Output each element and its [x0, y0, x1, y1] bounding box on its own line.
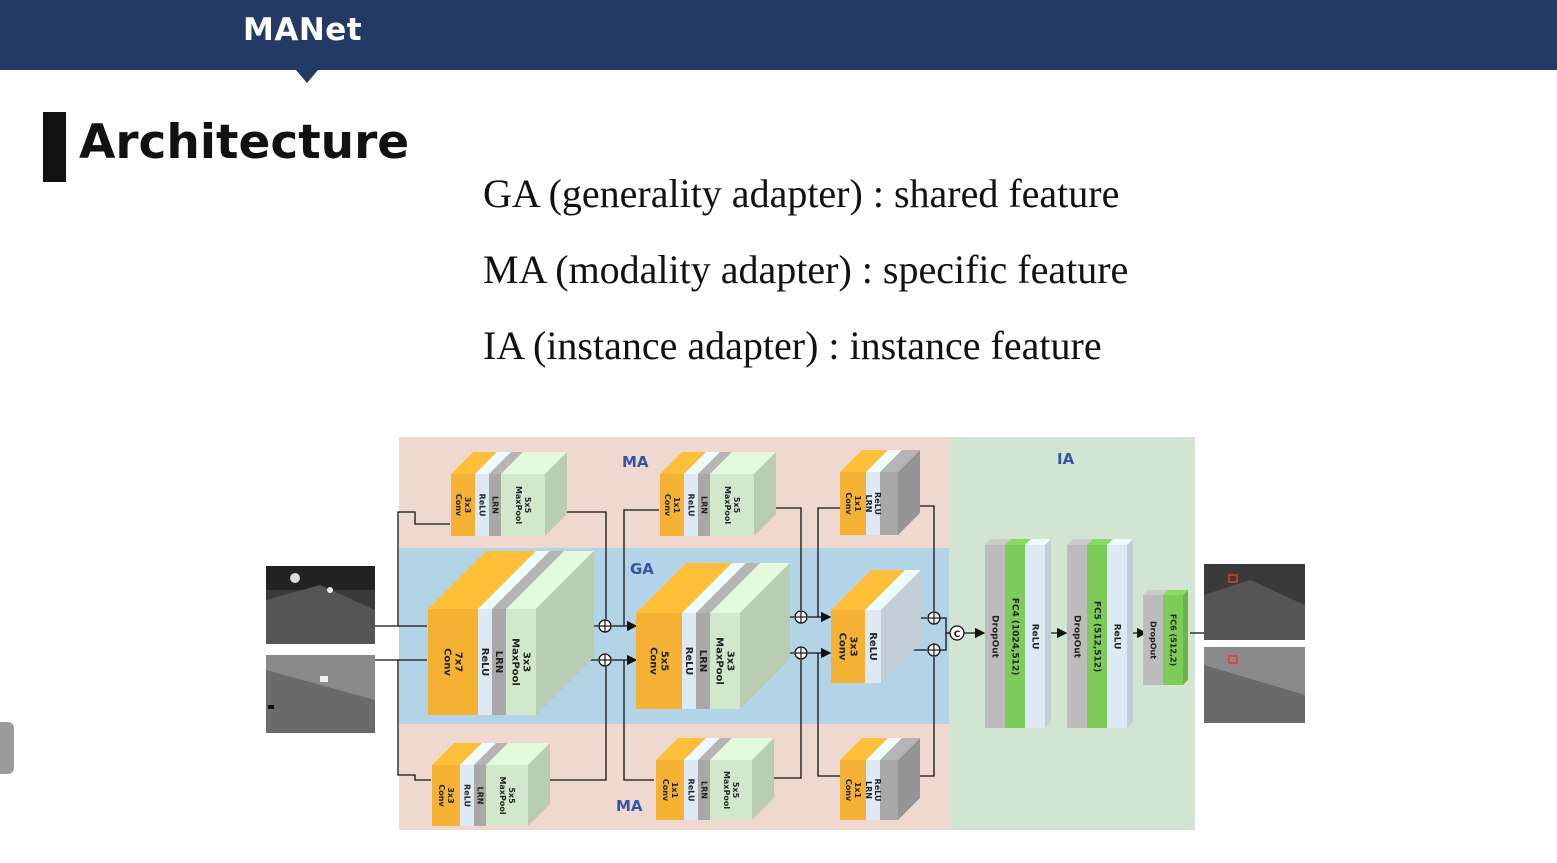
- block-label: 5x5: [523, 497, 532, 514]
- block-label: 3x3: [446, 787, 455, 803]
- block-label: 5x5: [731, 782, 740, 799]
- block-label: FC4 (1024,512): [1010, 598, 1020, 676]
- concat-icon: [949, 625, 965, 641]
- heading-accent-bar: [43, 112, 66, 182]
- slide-heading: Architecture: [79, 115, 410, 170]
- block-label: FC6 (512,2): [1169, 614, 1178, 666]
- block-label: LRN: [700, 781, 709, 799]
- block-label: 5x5: [507, 787, 516, 804]
- block-label: Conv: [844, 779, 853, 802]
- definition-ia: IA (instance adapter) : instance feature: [483, 323, 1102, 368]
- block-label: MaxPool: [723, 486, 732, 524]
- block-label: ReLU: [479, 648, 490, 677]
- block-label: ReLU: [687, 494, 696, 517]
- block-label: ReLU: [1112, 624, 1122, 650]
- block-label: 1x1: [853, 495, 862, 512]
- block-label: Conv: [661, 779, 670, 802]
- header-title: MANet: [243, 12, 363, 48]
- block-label: ReLU: [478, 494, 487, 517]
- block-label: ReLU: [867, 632, 878, 661]
- block-label: LRN: [864, 495, 873, 513]
- definition-list: GA (generality adapter) : shared feature…: [483, 170, 1128, 398]
- block-label: Conv: [837, 633, 848, 661]
- block-label: 7x7: [453, 652, 464, 672]
- block-label: Conv: [648, 647, 659, 675]
- block-label: DropOut: [1072, 615, 1082, 659]
- input-image-rgb: [266, 566, 375, 644]
- connections: [375, 505, 1204, 781]
- block-label: 3x3: [521, 652, 532, 672]
- side-panel-handle[interactable]: [0, 722, 14, 774]
- block-label: ReLU: [873, 779, 882, 802]
- block-label: MaxPool: [714, 637, 725, 685]
- block-label: LRN: [697, 650, 708, 672]
- block-label: 5x5: [659, 651, 670, 671]
- block-label: ReLU: [873, 492, 882, 515]
- block-label: LRN: [491, 496, 500, 514]
- ma-top-label: MA: [622, 453, 649, 471]
- output-image-rgb: [1204, 564, 1305, 640]
- definition-ma: MA (modality adapter) : specific feature: [483, 247, 1129, 292]
- concat-symbol: C: [954, 630, 961, 640]
- block-label: MaxPool: [514, 486, 523, 524]
- block-label: Conv: [454, 494, 463, 517]
- fc4-block: DropOut FC4 (1024,512) ReLU: [985, 539, 1051, 728]
- block-label: Conv: [442, 648, 453, 676]
- block-label: Conv: [663, 494, 672, 517]
- block-label: 1x1: [672, 497, 681, 514]
- block-label: LRN: [700, 496, 709, 514]
- block-label: DropOut: [1149, 621, 1158, 659]
- block-label: ReLU: [683, 647, 694, 676]
- block-label: 1x1: [853, 782, 862, 799]
- fc5-block: DropOut FC5 (512,512) ReLU: [1067, 539, 1133, 728]
- output-image-thermal: [1204, 647, 1305, 723]
- block-label: LRN: [476, 787, 485, 805]
- definition-ga: GA (generality adapter) : shared feature: [483, 171, 1120, 216]
- block-label: DropOut: [990, 615, 1000, 659]
- block-label: LRN: [864, 781, 873, 799]
- block-label: ReLU: [687, 779, 696, 802]
- fc6-block: DropOut FC6 (512,2): [1143, 590, 1188, 685]
- block-label: Conv: [844, 492, 853, 515]
- block-label: LRN: [493, 651, 504, 673]
- block-label: 3x3: [725, 651, 736, 671]
- block-label: FC5 (512,512): [1092, 601, 1102, 672]
- block-label: ReLU: [463, 784, 472, 807]
- block-label: MaxPool: [510, 638, 521, 686]
- block-label: 5x5: [732, 497, 741, 514]
- block-label: ReLU: [1030, 624, 1040, 650]
- block-label: 3x3: [848, 636, 859, 656]
- block-label: 1x1: [670, 782, 679, 799]
- ga-label: GA: [630, 560, 654, 578]
- block-label: MaxPool: [722, 771, 731, 809]
- block-label: 3x3: [463, 497, 472, 513]
- ia-label: IA: [1057, 450, 1075, 468]
- top-header-bar: MANet: [0, 0, 1557, 83]
- block-label: Conv: [437, 784, 446, 807]
- ma-bottom-label: MA: [616, 797, 643, 815]
- header-pointer: [296, 70, 318, 83]
- input-image-thermal: [266, 655, 375, 733]
- block-label: MaxPool: [498, 776, 507, 814]
